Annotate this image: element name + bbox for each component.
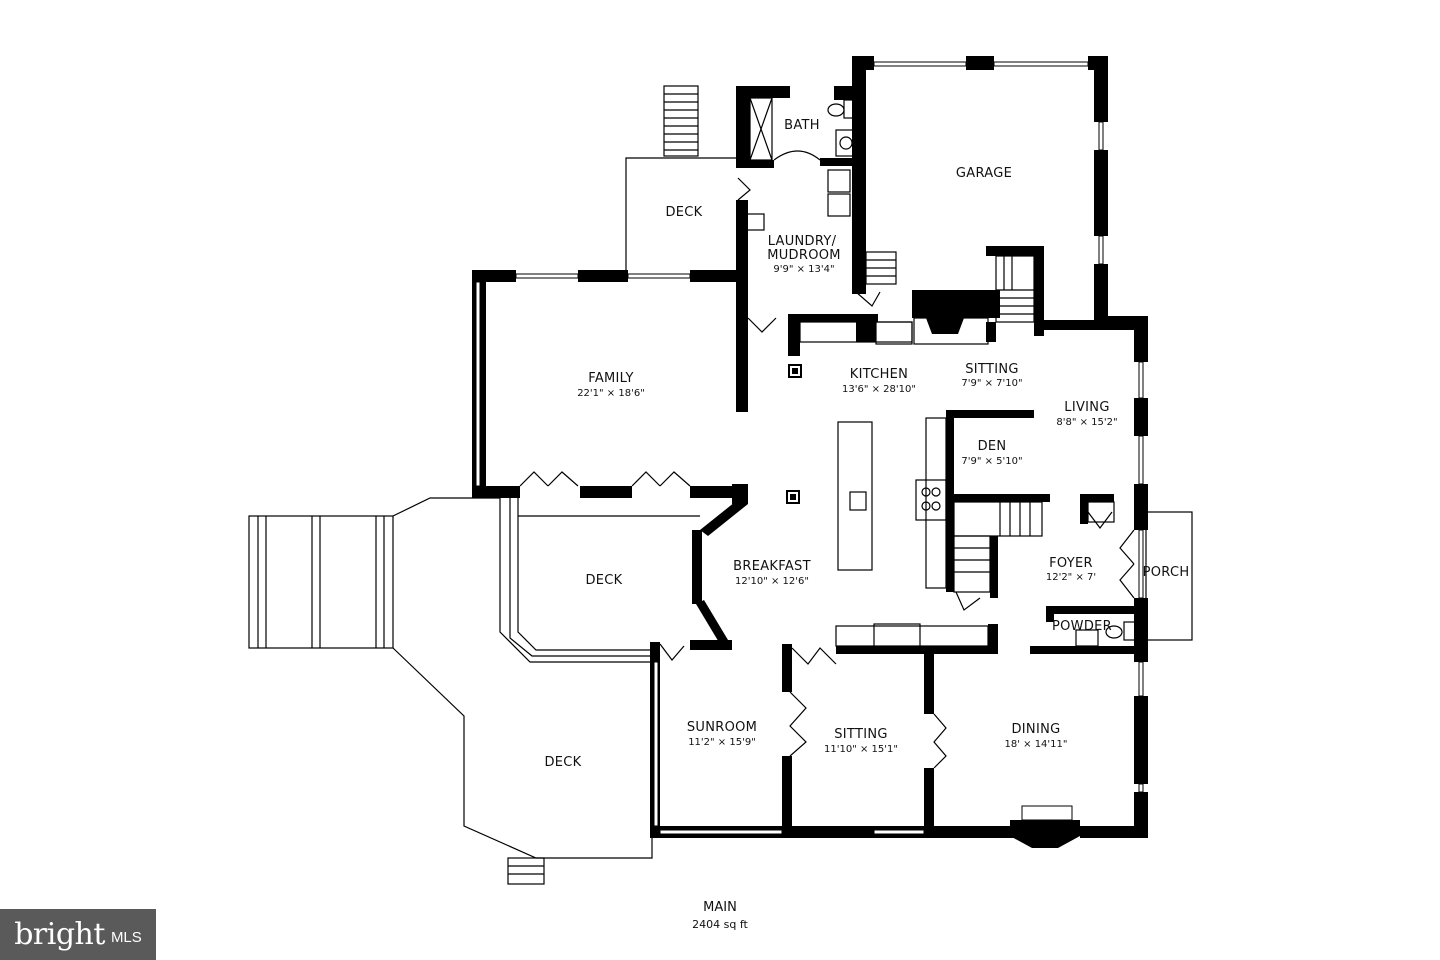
room-dining-name: DINING bbox=[1011, 722, 1060, 737]
deck-outline bbox=[392, 497, 653, 859]
room-family-name: FAMILY bbox=[588, 371, 634, 386]
room-sitting-top-dim: 7'9" × 7'10" bbox=[961, 378, 1022, 389]
room-powder-name: POWDER bbox=[1052, 619, 1112, 634]
windows bbox=[475, 61, 1144, 835]
room-laundry-name: LAUNDRY/ bbox=[768, 234, 837, 249]
room-foyer-dim: 12'2" × 7' bbox=[1046, 572, 1096, 583]
porch-outline bbox=[1145, 511, 1193, 641]
walls bbox=[472, 56, 1148, 848]
room-laundry-dim: 9'9" × 13'4" bbox=[773, 264, 834, 275]
room-sunroom-dim: 11'2" × 15'9" bbox=[688, 737, 756, 748]
room-kitchen-name: KITCHEN bbox=[850, 367, 908, 382]
room-deck-mid-name: DECK bbox=[585, 573, 622, 588]
room-living-dim: 8'8" × 15'2" bbox=[1056, 417, 1117, 428]
room-laundry-name2: MUDROOM bbox=[767, 248, 841, 263]
room-sitting-top-name: SITTING bbox=[965, 362, 1018, 377]
deck-mid-rail bbox=[509, 498, 652, 657]
room-deck-low-name: DECK bbox=[544, 755, 581, 770]
room-porch-name: PORCH bbox=[1143, 565, 1190, 580]
floor-area: 2404 sq ft bbox=[692, 918, 748, 931]
room-dining-dim: 18' × 14'11" bbox=[1004, 739, 1067, 750]
room-breakfast-dim: 12'10" × 12'6" bbox=[735, 576, 809, 587]
room-sitting-low-dim: 11'10" × 15'1" bbox=[824, 744, 898, 755]
logo-brand: bright bbox=[14, 917, 105, 952]
room-den-name: DEN bbox=[978, 439, 1007, 454]
deck-stairs-left bbox=[248, 515, 394, 649]
deck-top-outline bbox=[625, 157, 738, 270]
floor-name: MAIN bbox=[703, 900, 737, 915]
room-kitchen-dim: 13'6" × 28'10" bbox=[842, 384, 916, 395]
room-sunroom-name: SUNROOM bbox=[687, 720, 757, 735]
room-bath-name: BATH bbox=[784, 118, 820, 133]
room-breakfast-name: BREAKFAST bbox=[733, 559, 811, 574]
room-deck-top-name: DECK bbox=[665, 205, 702, 220]
bright-mls-logo: bright MLS bbox=[0, 909, 156, 960]
room-den-dim: 7'9" × 5'10" bbox=[961, 456, 1022, 467]
doors bbox=[519, 150, 1135, 769]
deck-mid-rail2 bbox=[517, 498, 652, 651]
room-sitting-low-name: SITTING bbox=[834, 727, 887, 742]
room-family-dim: 22'1" × 18'6" bbox=[577, 388, 645, 399]
fixtures bbox=[745, 97, 1137, 649]
room-labels: BATH GARAGE DECK LAUNDRY/ MUDROOM 9'9" ×… bbox=[544, 118, 1189, 770]
room-living-name: LIVING bbox=[1064, 400, 1109, 415]
room-garage-name: GARAGE bbox=[956, 166, 1012, 181]
logo-suffix: MLS bbox=[110, 929, 142, 946]
room-foyer-name: FOYER bbox=[1049, 556, 1093, 571]
deck-stairs-top bbox=[663, 85, 699, 157]
deck-stairs-bottom bbox=[507, 857, 545, 885]
